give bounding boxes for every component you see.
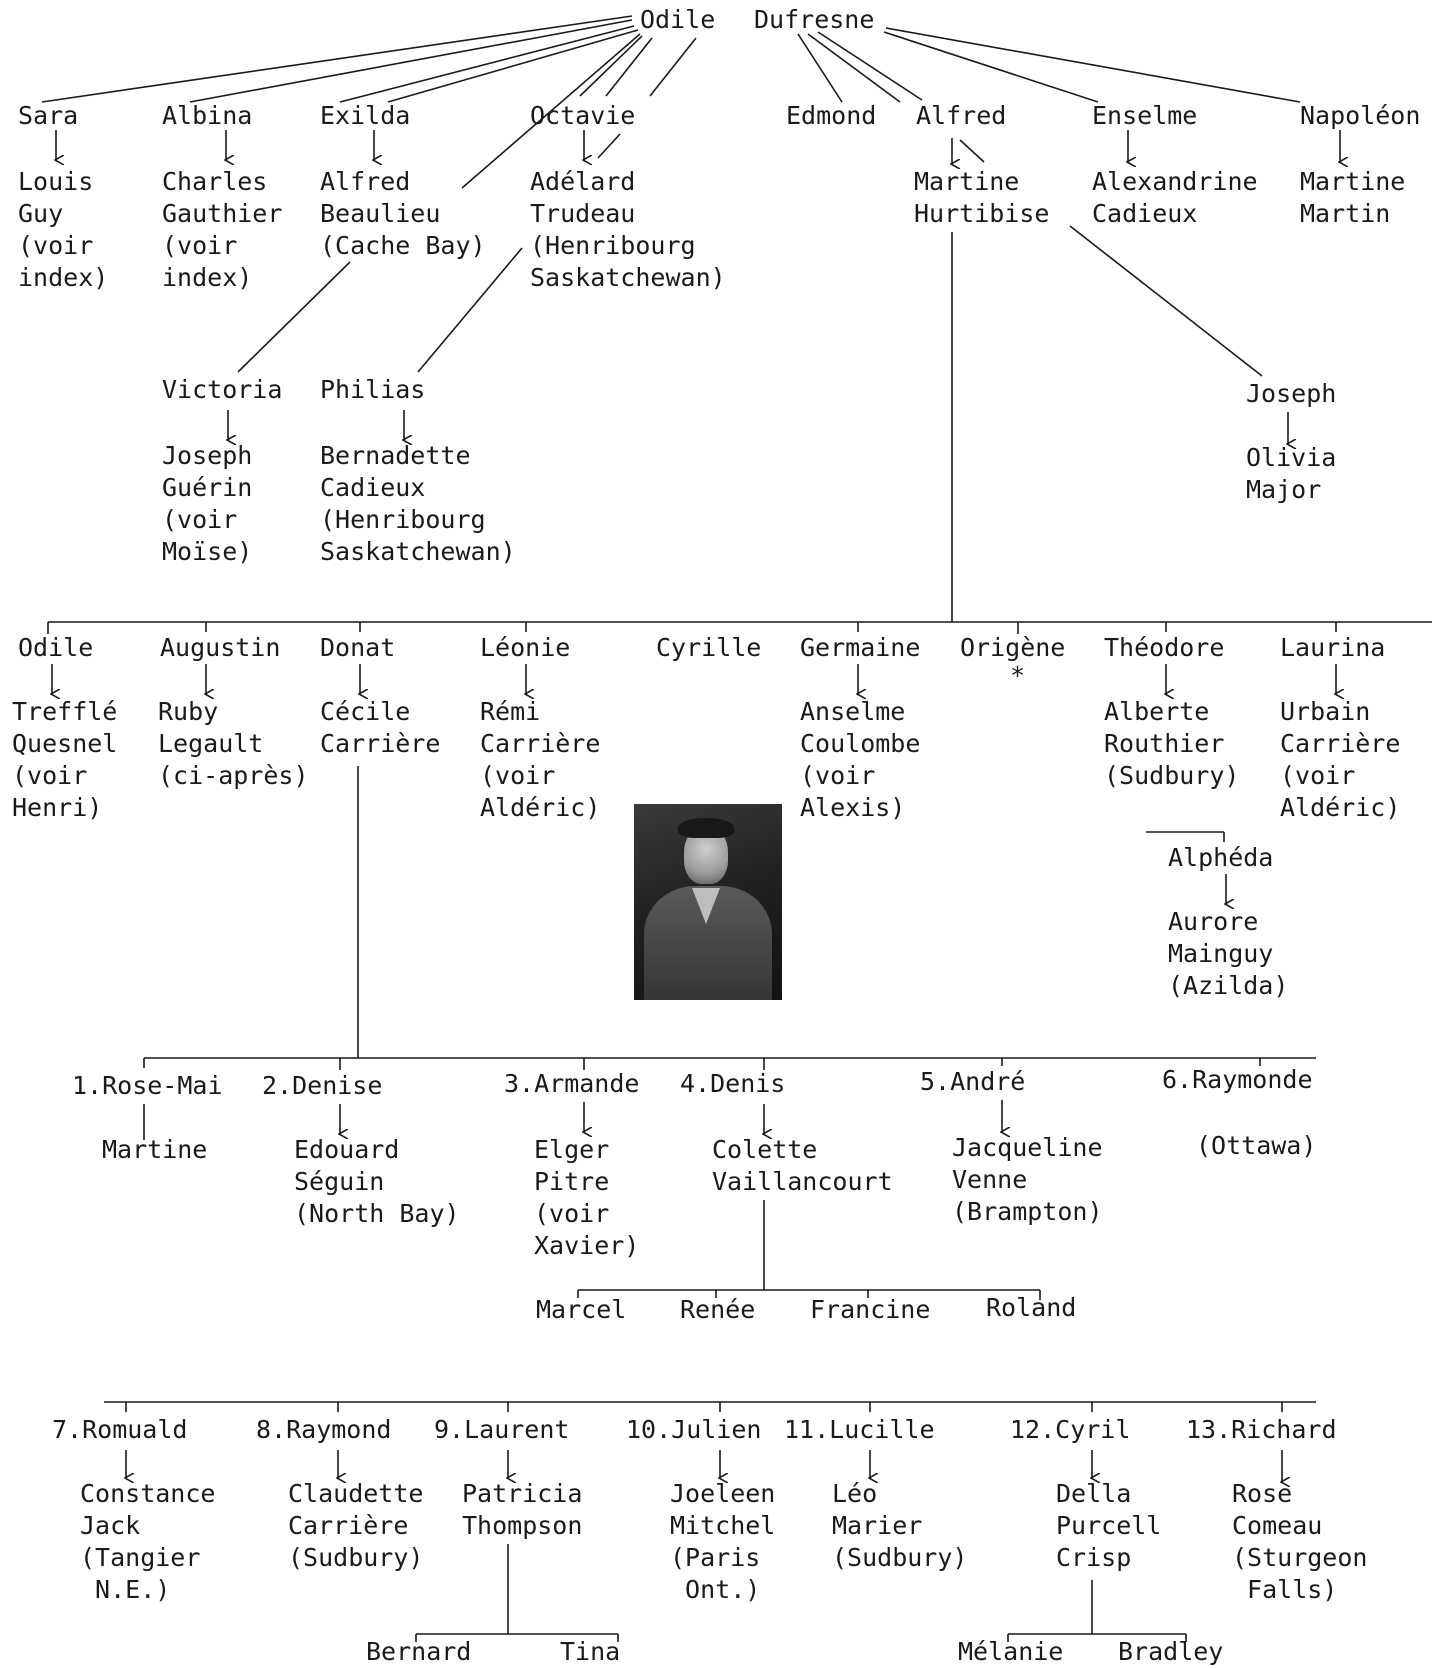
spouse-sara: Louis Guy (voir index) bbox=[18, 167, 109, 292]
person-octavie: Octavie bbox=[530, 101, 636, 130]
person-laurina: Laurina bbox=[1280, 633, 1386, 662]
spouse-odile-2: Trefflé Quesnel (voir Henri) bbox=[12, 697, 118, 822]
grandchild-bernard: Bernard bbox=[366, 1637, 472, 1666]
spouse-laurent: Patricia Thompson bbox=[462, 1479, 583, 1540]
spouse-andre: Jacqueline Venne (Brampton) bbox=[952, 1133, 1103, 1226]
child-rose-mai: 1.Rose-Mai bbox=[72, 1071, 223, 1100]
child-laurent: 9.Laurent bbox=[434, 1415, 570, 1444]
raymonde-location: (Ottawa) bbox=[1196, 1131, 1317, 1160]
person-victoria: Victoria bbox=[162, 375, 283, 404]
grandchild-renee: Renée bbox=[680, 1295, 756, 1324]
marriage-arrows bbox=[52, 130, 1340, 1482]
spouse-richard: Rose Comeau (Sturgeon Falls) bbox=[1232, 1479, 1368, 1604]
person-edmond: Edmond bbox=[786, 101, 877, 130]
spouse-augustin: Ruby Legault (ci-après) bbox=[158, 697, 309, 790]
person-philias: Philias bbox=[320, 375, 426, 404]
spouse-leonie: Rémi Carrière (voir Aldéric) bbox=[480, 697, 601, 822]
person-joseph: Joseph bbox=[1246, 379, 1337, 408]
spouse-octavie: Adélard Trudeau (Henribourg Saskatchewan… bbox=[530, 167, 726, 292]
person-alpheda: Alphéda bbox=[1168, 843, 1274, 872]
spouse-theodore: Alberte Routhier (Sudbury) bbox=[1104, 697, 1240, 790]
grandchild-marcel: Marcel bbox=[536, 1295, 627, 1324]
child-richard: 13.Richard bbox=[1186, 1415, 1337, 1444]
spouse-germaine: Anselme Coulombe (voir Alexis) bbox=[800, 697, 921, 822]
spouse-donat: Cécile Carrière bbox=[320, 697, 441, 758]
spouse-alfred: Martine Hurtibise bbox=[914, 167, 1050, 228]
grandchild-roland: Roland bbox=[986, 1293, 1077, 1322]
person-alfred: Alfred bbox=[916, 101, 1007, 130]
grandchild-bradley: Bradley bbox=[1118, 1637, 1224, 1666]
grandchild-melanie: Mélanie bbox=[958, 1637, 1064, 1666]
child-romuald: 7.Romuald bbox=[52, 1415, 188, 1444]
person-odile-2: Odile bbox=[18, 633, 94, 662]
origene-star-marker: * bbox=[1010, 661, 1026, 690]
person-sara: Sara bbox=[18, 101, 79, 130]
child-denise: 2.Denise bbox=[262, 1071, 383, 1100]
person-napoleon: Napoléon bbox=[1300, 101, 1421, 130]
person-exilda: Exilda bbox=[320, 101, 411, 130]
person-enselme: Enselme bbox=[1092, 101, 1198, 130]
spouse-philias: Bernadette Cadieux (Henribourg Saskatche… bbox=[320, 441, 516, 566]
child-cyril: 12.Cyril bbox=[1010, 1415, 1131, 1444]
descent-lines bbox=[47, 232, 1432, 1642]
root-dufresne: Dufresne bbox=[754, 5, 875, 34]
person-albina: Albina bbox=[162, 101, 253, 130]
spouse-julien: Joeleen Mitchel (Paris Ont.) bbox=[670, 1479, 776, 1604]
spouse-laurina: Urbain Carrière (voir Aldéric) bbox=[1280, 697, 1401, 822]
spouse-albina: Charles Gauthier (voir index) bbox=[162, 167, 283, 292]
grandchild-francine: Francine bbox=[810, 1295, 931, 1324]
spouse-denis: Colette Vaillancourt bbox=[712, 1135, 893, 1196]
child-raymonde: 6.Raymonde bbox=[1162, 1065, 1313, 1094]
spouse-raymond: Claudette Carrière (Sudbury) bbox=[288, 1479, 424, 1572]
photo-cap bbox=[678, 818, 734, 838]
person-origene: Origène bbox=[960, 633, 1066, 662]
child-lucille: 11.Lucille bbox=[784, 1415, 935, 1444]
spouse-napoleon: Martine Martin bbox=[1300, 167, 1406, 228]
person-leonie: Léonie bbox=[480, 633, 571, 662]
child-denis: 4.Denis bbox=[680, 1069, 786, 1098]
grandchild-tina: Tina bbox=[560, 1637, 621, 1666]
spouse-cyril: Della Purcell Crisp bbox=[1056, 1479, 1162, 1572]
portrait-photo bbox=[634, 804, 782, 1000]
spouse-denise: Edouard Séguin (North Bay) bbox=[294, 1135, 460, 1228]
child-julien: 10.Julien bbox=[626, 1415, 762, 1444]
child-raymond: 8.Raymond bbox=[256, 1415, 392, 1444]
child-andre: 5.André bbox=[920, 1067, 1026, 1096]
spouse-rose-mai: Martine bbox=[102, 1135, 208, 1164]
spouse-joseph: Olivia Major bbox=[1246, 443, 1337, 504]
root-branch-lines bbox=[41, 15, 1301, 377]
person-theodore: Théodore bbox=[1104, 633, 1225, 662]
person-donat: Donat bbox=[320, 633, 396, 662]
root-odile: Odile bbox=[640, 5, 716, 34]
spouse-lucille: Léo Marier (Sudbury) bbox=[832, 1479, 968, 1572]
person-cyrille: Cyrille bbox=[656, 633, 762, 662]
spouse-romuald: Constance Jack (Tangier N.E.) bbox=[80, 1479, 216, 1604]
person-germaine: Germaine bbox=[800, 633, 921, 662]
person-augustin: Augustin bbox=[160, 633, 281, 662]
spouse-victoria: Joseph Guérin (voir Moïse) bbox=[162, 441, 253, 566]
spouse-enselme: Alexandrine Cadieux bbox=[1092, 167, 1258, 228]
child-armande: 3.Armande bbox=[504, 1069, 640, 1098]
spouse-armande: Elger Pitre (voir Xavier) bbox=[534, 1135, 640, 1260]
spouse-exilda: Alfred Beaulieu (Cache Bay) bbox=[320, 167, 486, 260]
spouse-alpheda: Aurore Mainguy (Azilda) bbox=[1168, 907, 1289, 1000]
